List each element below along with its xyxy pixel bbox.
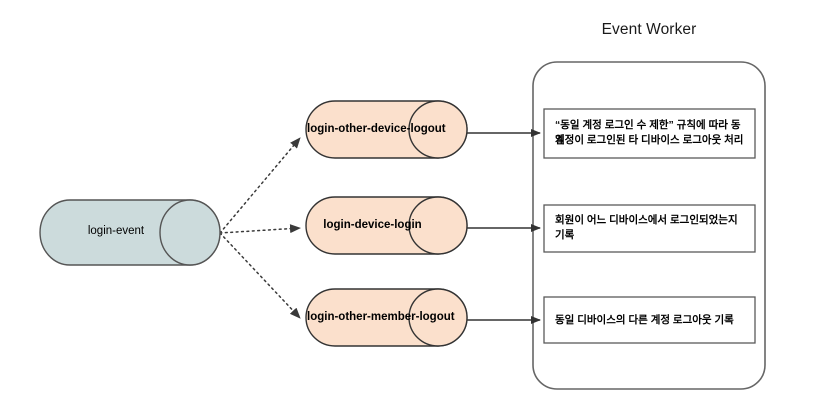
topic-cylinder-1-label: login-other-device-logout — [307, 123, 446, 135]
connector-source-to-topic-2 — [219, 224, 301, 234]
connector-source-to-topic-1 — [219, 137, 301, 234]
topic-cylinder-3[interactable] — [305, 288, 468, 347]
topic-cylinder-2-label: login-device-login — [323, 219, 422, 231]
description-box-3[interactable] — [543, 296, 756, 344]
source-cylinder-label: login-event — [87, 225, 145, 237]
fanout-connectors — [219, 137, 301, 319]
description-box-2[interactable] — [543, 204, 756, 253]
topic-cylinder-1[interactable] — [305, 100, 468, 159]
topic-cylinder-2[interactable] — [305, 196, 468, 255]
description-box-1[interactable] — [543, 108, 756, 159]
source-cylinder-login-event[interactable] — [39, 199, 221, 266]
topic-cylinder-3-label: login-other-member-logout — [307, 311, 455, 323]
worker-connectors — [467, 129, 541, 324]
connector-source-to-topic-3 — [219, 232, 301, 319]
